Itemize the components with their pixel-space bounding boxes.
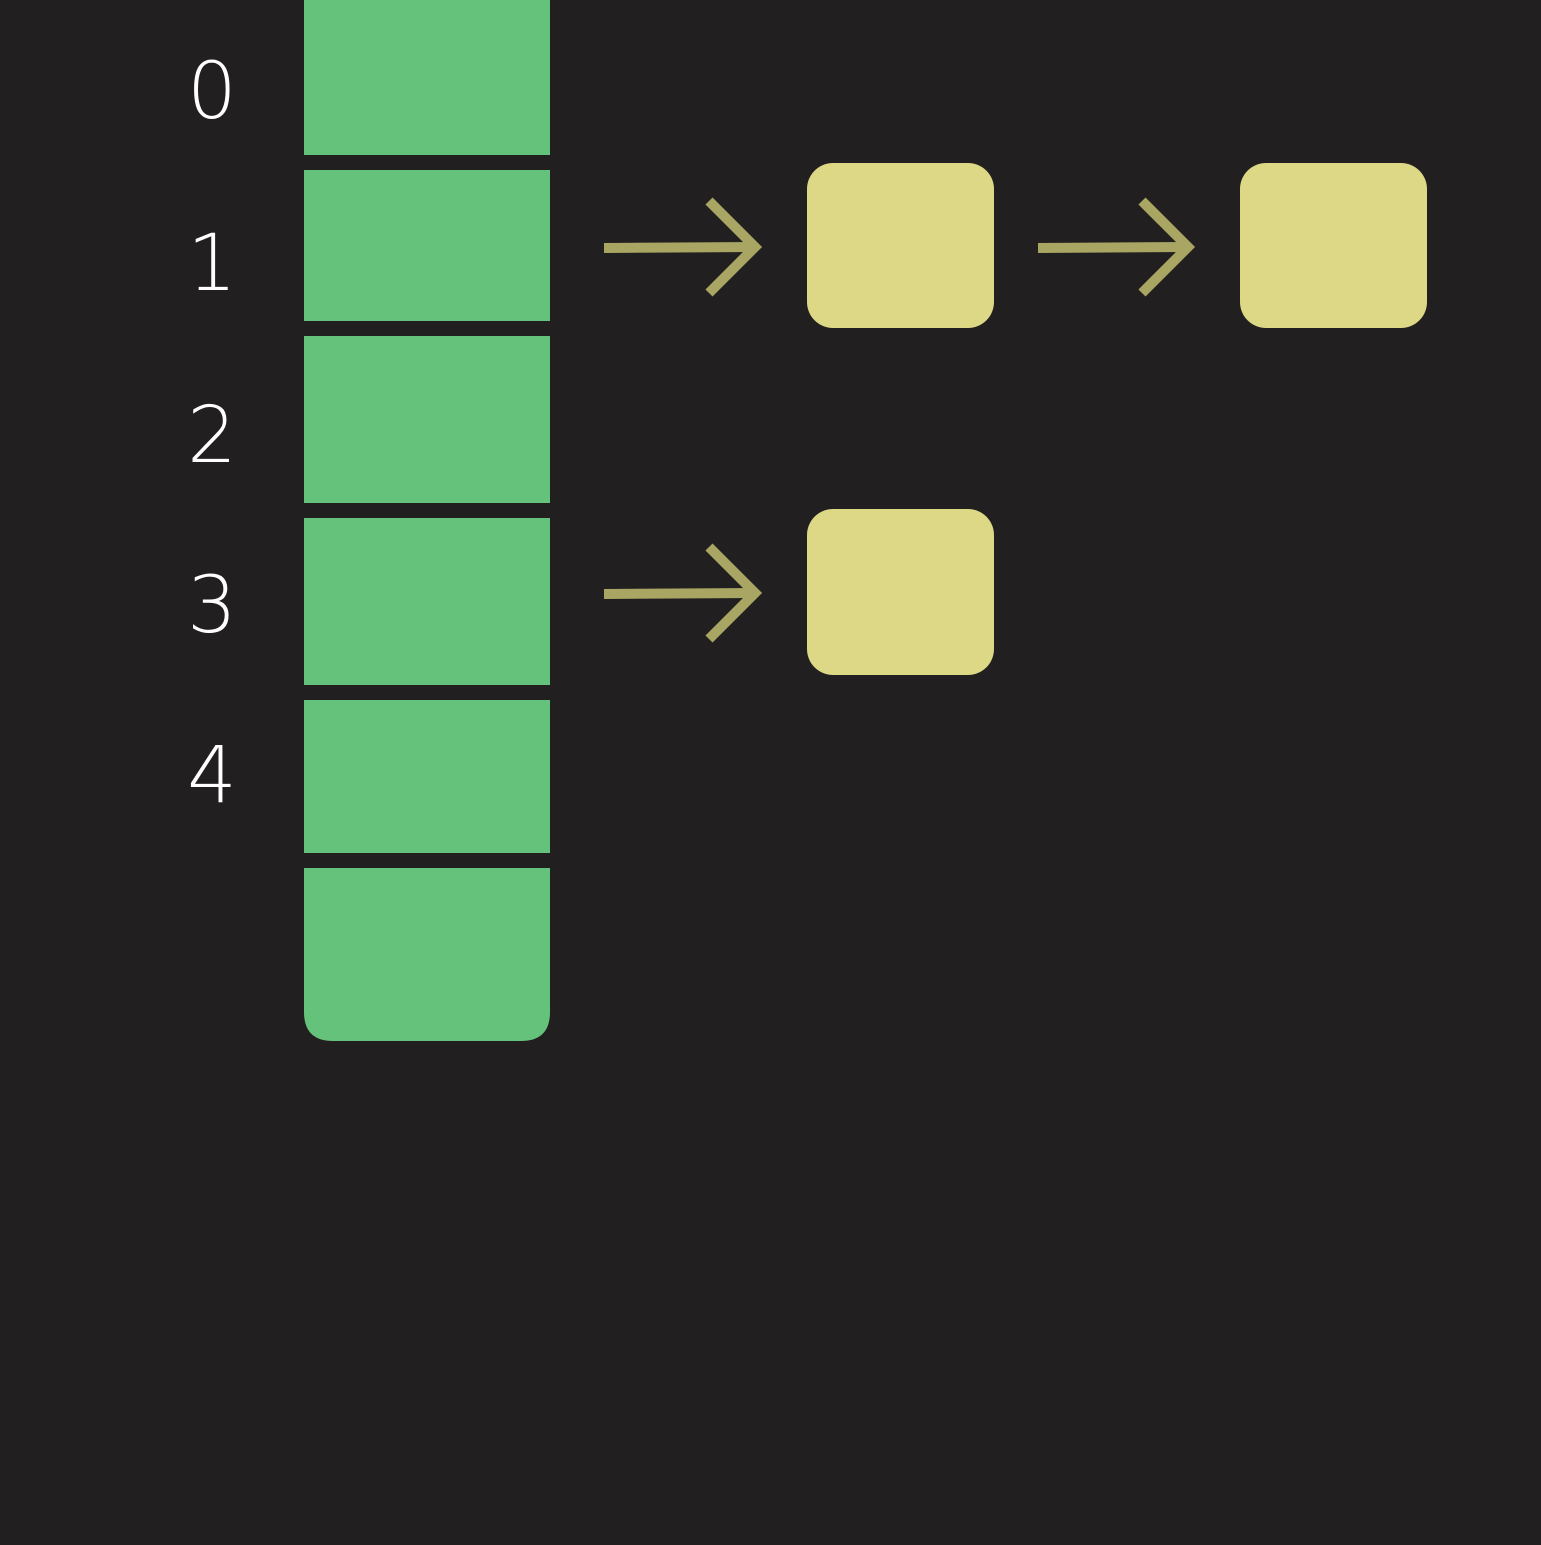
- chain-node-bucket1-first: [807, 163, 994, 328]
- index-label-4: 4: [187, 731, 237, 821]
- bucket-cell-5: [304, 868, 550, 1041]
- arrow-node1-to-node2: [1037, 197, 1196, 297]
- chain-node-bucket3-first: [807, 509, 994, 675]
- arrowhead-icon: [1138, 197, 1196, 297]
- arrowhead-icon: [705, 543, 763, 643]
- arrow-bucket1-to-node1: [603, 197, 763, 297]
- bucket-cell-2: [304, 336, 550, 503]
- chain-node-bucket1-second: [1240, 163, 1427, 328]
- index-label-1: 1: [187, 219, 237, 309]
- arrowhead-icon: [705, 197, 763, 297]
- bucket-cell-3: [304, 518, 550, 685]
- arrow-shaft: [603, 242, 757, 253]
- bucket-array: [304, 0, 550, 1041]
- bucket-cell-1: [304, 170, 550, 321]
- bucket-cell-0: [304, 0, 550, 155]
- arrow-shaft: [603, 588, 757, 599]
- index-label-2: 2: [187, 391, 237, 481]
- index-label-3: 3: [187, 561, 237, 651]
- bucket-cell-4: [304, 700, 550, 853]
- index-label-0: 0: [187, 47, 237, 137]
- arrow-bucket3-to-node: [603, 543, 763, 643]
- arrow-shaft: [1037, 242, 1190, 253]
